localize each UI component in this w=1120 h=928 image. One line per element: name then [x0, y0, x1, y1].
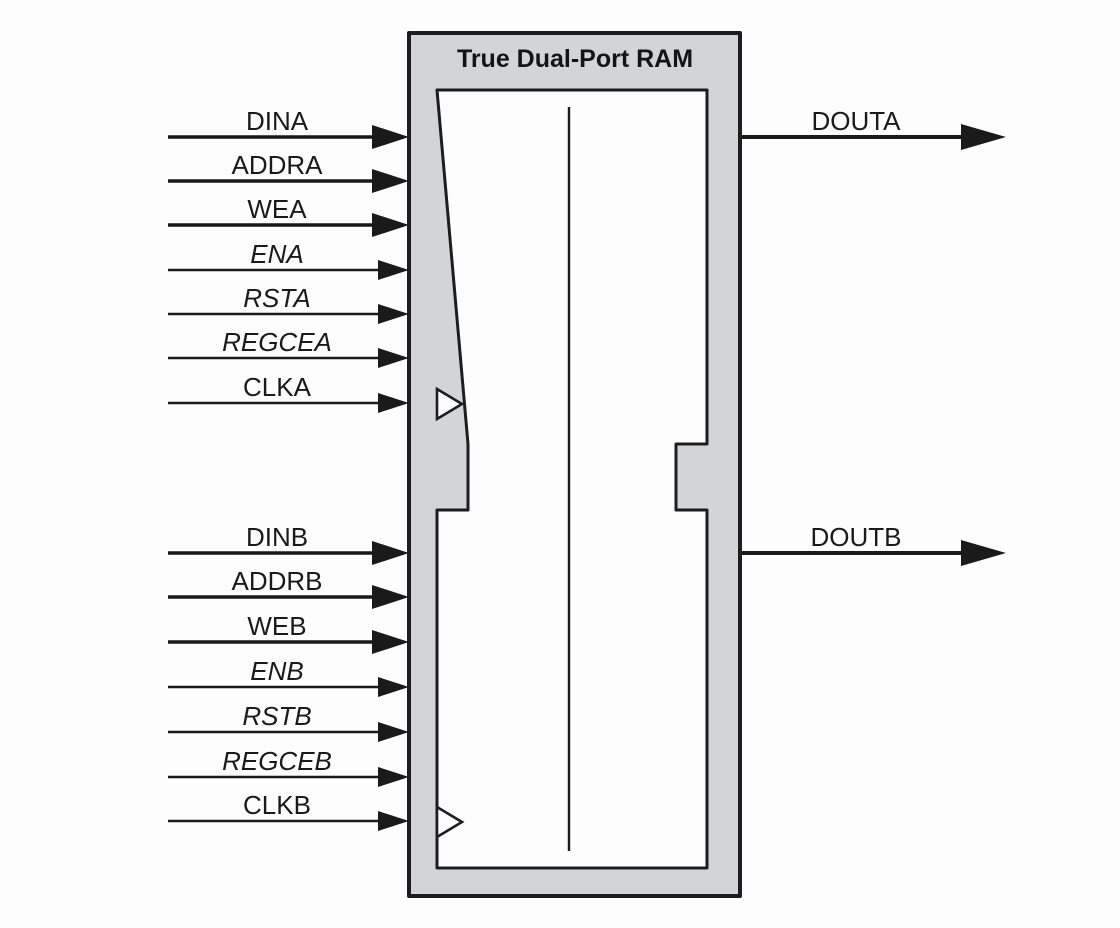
ram-block-inner [435, 88, 709, 870]
signal-row-clkb: CLKB [168, 790, 409, 831]
signal-row-ena: ENA [168, 239, 409, 280]
signal-label: ADDRB [231, 566, 322, 596]
signal-row-rstb: RSTB [168, 701, 409, 742]
arrowhead-icon [372, 541, 409, 565]
signal-label: WEA [247, 194, 307, 224]
arrowhead-icon [378, 811, 409, 831]
arrowhead-icon [372, 585, 409, 609]
clkb-clock-edge-icon [435, 804, 465, 840]
arrowhead-icon [378, 767, 409, 787]
arrowhead-icon [378, 348, 409, 368]
arrowhead-icon [378, 393, 409, 413]
arrowhead-icon [378, 304, 409, 324]
arrowhead-icon [961, 540, 1006, 566]
signal-row-douta: DOUTA [740, 106, 1006, 150]
signal-row-enb: ENB [168, 656, 409, 697]
signal-label: CLKB [243, 790, 311, 820]
signal-label: CLKA [243, 372, 312, 402]
arrowhead-icon [372, 169, 409, 193]
signal-row-rsta: RSTA [168, 283, 409, 324]
arrowhead-icon [961, 124, 1006, 150]
signal-row-clka: CLKA [168, 372, 409, 413]
arrowhead-icon [378, 677, 409, 697]
signal-label: ADDRA [231, 150, 323, 180]
arrowhead-icon [372, 213, 409, 237]
signal-label: DINB [246, 522, 308, 552]
signal-row-web: WEB [168, 611, 409, 654]
signal-label: ENA [250, 239, 303, 269]
signal-row-addrb: ADDRB [168, 566, 409, 609]
signal-label: ENB [250, 656, 303, 686]
signal-label: REGCEA [222, 327, 332, 357]
arrowhead-icon [372, 125, 409, 149]
signal-row-dina: DINA [168, 106, 409, 149]
signal-row-doutb: DOUTB [740, 522, 1006, 566]
signal-label: DOUTB [811, 522, 902, 552]
signal-label: REGCEB [222, 746, 332, 776]
signal-label: DOUTA [811, 106, 901, 136]
signal-label: DINA [246, 106, 309, 136]
signal-row-dinb: DINB [168, 522, 409, 565]
signal-row-regcea: REGCEA [168, 327, 409, 368]
signal-label: RSTA [243, 283, 310, 313]
arrowhead-icon [378, 722, 409, 742]
signal-label: WEB [247, 611, 306, 641]
clka-clock-edge-icon [435, 386, 465, 422]
arrowhead-icon [378, 260, 409, 280]
signal-label: RSTB [242, 701, 311, 731]
arrowhead-icon [372, 630, 409, 654]
diagram-title: True Dual-Port RAM [457, 45, 693, 73]
signal-row-regceb: REGCEB [168, 746, 409, 787]
signal-row-addra: ADDRA [168, 150, 409, 193]
signal-row-wea: WEA [168, 194, 409, 237]
